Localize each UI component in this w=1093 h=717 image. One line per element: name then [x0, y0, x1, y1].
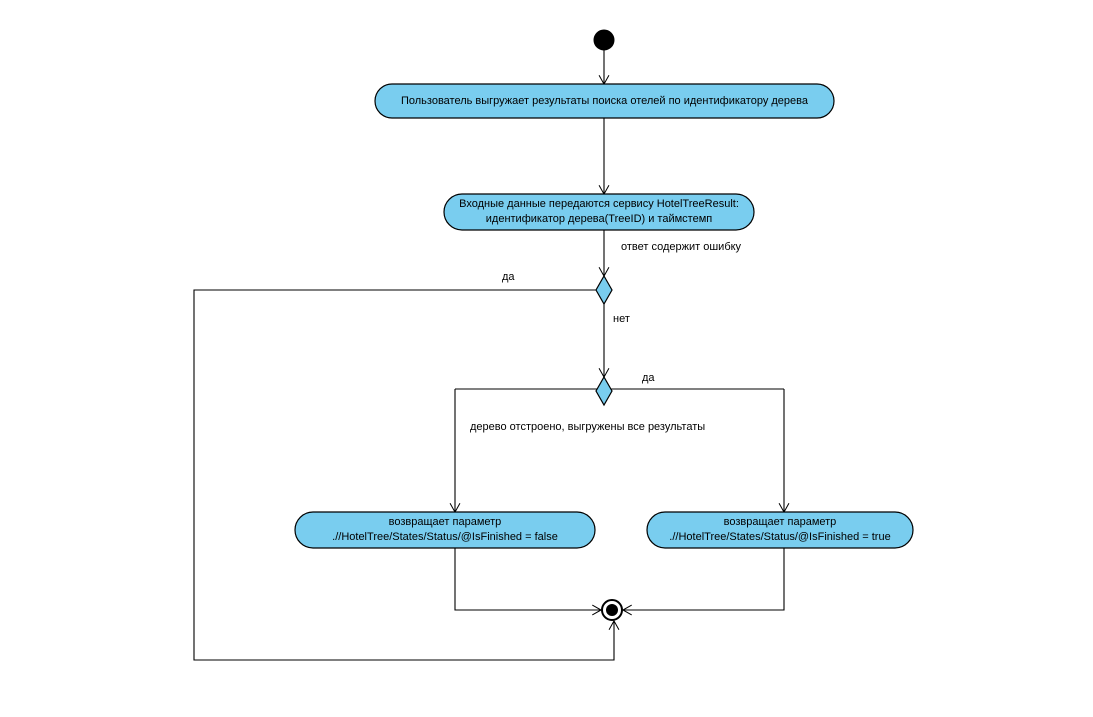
activity-node-user-export-shape[interactable]	[374, 83, 835, 119]
edge-return-false-to-final	[454, 548, 603, 616]
decision-error-yes-label: да	[502, 271, 515, 283]
decision-finished-yes-label: да	[642, 372, 655, 384]
edges-layer	[193, 50, 790, 661]
decision-error-no-label: нет	[613, 313, 630, 325]
edge-return-true-to-final	[621, 548, 785, 616]
activity-node-return-false-shape[interactable]	[294, 511, 596, 549]
activity-node-return-true-shape[interactable]	[646, 511, 914, 549]
final-node	[601, 599, 623, 621]
activity-node-input-data-shape[interactable]	[443, 193, 755, 231]
error-condition-label: ответ содержит ошибку	[621, 241, 742, 253]
decision-node-finished-shape[interactable]	[595, 375, 613, 407]
edge-decision-error-yes-left-rail	[193, 289, 620, 661]
tree-built-condition-label: дерево отстроено, выгружены все результа…	[470, 421, 706, 433]
decision-node-error-shape[interactable]	[595, 274, 613, 306]
initial-node	[593, 29, 615, 51]
